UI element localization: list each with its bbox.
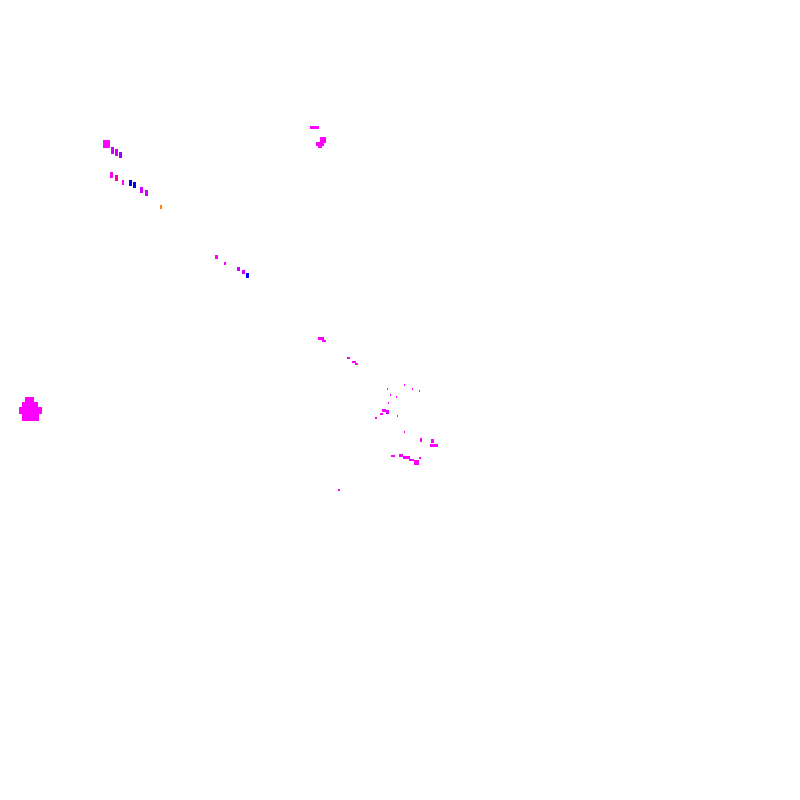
pixel-blob	[380, 413, 383, 415]
pixel-cluster	[19, 397, 42, 421]
pixel-blob	[409, 459, 414, 461]
pixel-blob	[25, 397, 34, 402]
pixel-cluster	[103, 140, 162, 209]
pixel-blob	[215, 255, 218, 259]
pixel-blob	[404, 384, 405, 386]
pixel-blob	[338, 489, 340, 491]
pixel-blob	[419, 390, 420, 392]
pixel-blob	[387, 388, 388, 390]
pixel-blob	[115, 149, 118, 156]
pixel-cluster	[215, 255, 358, 365]
pixel-blob	[111, 147, 114, 154]
pixel-blob	[224, 262, 226, 265]
pixel-blob	[404, 431, 405, 433]
pixel-blob	[375, 417, 377, 419]
pixel-blob	[22, 402, 38, 408]
pixel-blob	[318, 337, 324, 340]
pixel-blob	[310, 126, 319, 129]
pixel-blob	[320, 137, 326, 143]
pixel-blob	[399, 454, 403, 457]
pixel-blob	[110, 172, 113, 178]
pixel-blob	[431, 439, 434, 443]
pixel-blob	[386, 410, 389, 414]
pixel-blob	[140, 187, 143, 193]
pixel-blob	[242, 270, 245, 274]
pixel-blob	[382, 409, 386, 412]
pixel-blob	[412, 388, 413, 390]
pixel-blob	[122, 180, 124, 185]
pixel-blob	[115, 175, 118, 181]
pixel-cluster	[310, 126, 326, 148]
pixel-blob	[355, 363, 358, 365]
pixel-blob	[420, 438, 422, 442]
pixel-blob	[119, 152, 122, 158]
pixel-blob	[316, 142, 324, 146]
pixel-blob	[129, 180, 132, 186]
pixel-blob	[414, 460, 419, 465]
pixel-blob	[22, 413, 39, 421]
pixel-blob	[430, 444, 438, 447]
pixel-blob	[396, 396, 397, 398]
pixel-blob	[403, 456, 410, 459]
pixel-blob	[19, 407, 42, 414]
pixel-blob	[237, 267, 240, 271]
pixel-blob	[160, 205, 162, 209]
pixel-blob	[390, 394, 391, 396]
pixel-blob	[103, 140, 110, 148]
pixel-blob	[352, 361, 356, 363]
pixel-cluster	[338, 384, 438, 491]
pixel-blob	[397, 415, 398, 417]
pixel-blob	[133, 182, 136, 188]
pixel-blob	[322, 340, 326, 342]
pixel-blob	[145, 190, 148, 196]
pixel-blob	[318, 146, 322, 148]
pixel-blob	[419, 457, 421, 459]
pixel-blob	[388, 402, 389, 404]
pixel-blob	[246, 273, 249, 278]
pixel-blob	[347, 357, 350, 359]
pixel-blob	[391, 455, 395, 457]
